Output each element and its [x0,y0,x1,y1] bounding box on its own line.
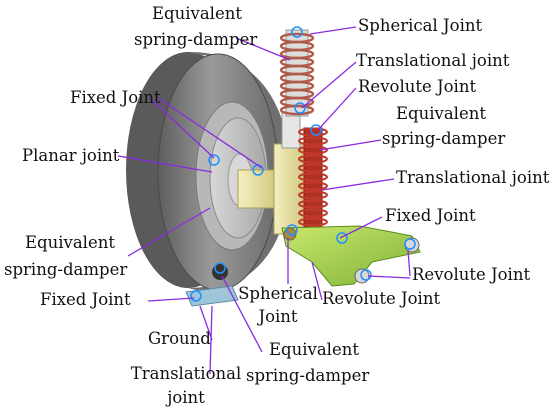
label-fixed-joint-right: Fixed Joint [385,206,476,225]
coil-turn [298,163,328,173]
label-equivalent-right: Equivalent [396,104,486,123]
leader-line [235,37,291,61]
leader-line [147,297,195,302]
leader-line [407,249,411,277]
joint-marker [208,154,220,166]
leader-line [127,207,211,257]
label-spring-damper-right: spring-damper [382,129,506,148]
joint-markers [190,26,416,302]
coil-turn [298,190,328,200]
label-spring-damper-left: spring-damper [4,260,128,279]
label-revolute-joint-top: Revolute Joint [358,77,477,96]
label-equivalent-left: Equivalent [25,233,115,252]
label-revolute-joint-bottom: Revolute Joint [322,289,441,308]
joint-marker [360,269,372,281]
knuckle [237,111,309,235]
joint-marker [286,224,298,236]
label-spring-damper-top: spring-damper [134,30,258,49]
label-spherical-joint-top: Spherical Joint [358,16,483,35]
label-fixed-joint-bottom: Fixed Joint [40,290,131,309]
coil-turn [298,145,328,155]
label-fixed-joint-top: Fixed Joint [70,88,161,107]
coil-turn [298,217,328,227]
label-spherical-joint-bottom: Spherical Joint [238,284,318,326]
coil-turn [298,154,328,164]
leader-line [117,155,213,173]
label-translational-joint-top: Translational joint [356,51,510,70]
label-revolute-joint-far-right: Revolute Joint [412,265,531,284]
label-spring-damper-bottom: spring-damper [246,366,370,385]
leader-line [339,216,383,239]
tire [126,52,290,291]
leader-line [321,178,395,191]
coil-turn [298,127,328,137]
leader-line [317,87,357,131]
joint-marker [294,102,306,114]
joint-marker [310,124,322,136]
label-translational-joint-right: Translational joint [396,168,550,187]
leader-line [311,261,323,301]
leader-line [367,275,411,279]
joint-marker [404,238,416,250]
label-translational-joint-bottom: Translational joint [130,364,242,407]
coil-turn [298,172,328,182]
leader-line [301,61,357,109]
ground-block [185,264,239,307]
leader-lines [117,26,411,375]
coil-turn [298,136,328,146]
leader-line [199,305,213,341]
joint-marker [190,290,202,302]
label-equivalent-top: Equivalent [152,4,242,23]
label-planar-joint: Planar joint [22,146,120,165]
leader-line [221,275,263,353]
leader-line [319,139,382,151]
coil-turn [298,181,328,191]
label-equivalent-bottom: Equivalent [269,340,359,359]
coil-turn [298,208,328,218]
joint-marker [291,26,303,38]
label-ground: Ground [148,329,211,348]
coil-turn [298,199,328,209]
leader-line [309,26,357,35]
leader-line [209,305,213,375]
leader-line [157,97,263,169]
joint-marker [336,232,348,244]
coil-turn [279,104,315,116]
leader-line [149,97,215,159]
strut-spring [279,29,315,117]
joint-marker [214,262,226,274]
